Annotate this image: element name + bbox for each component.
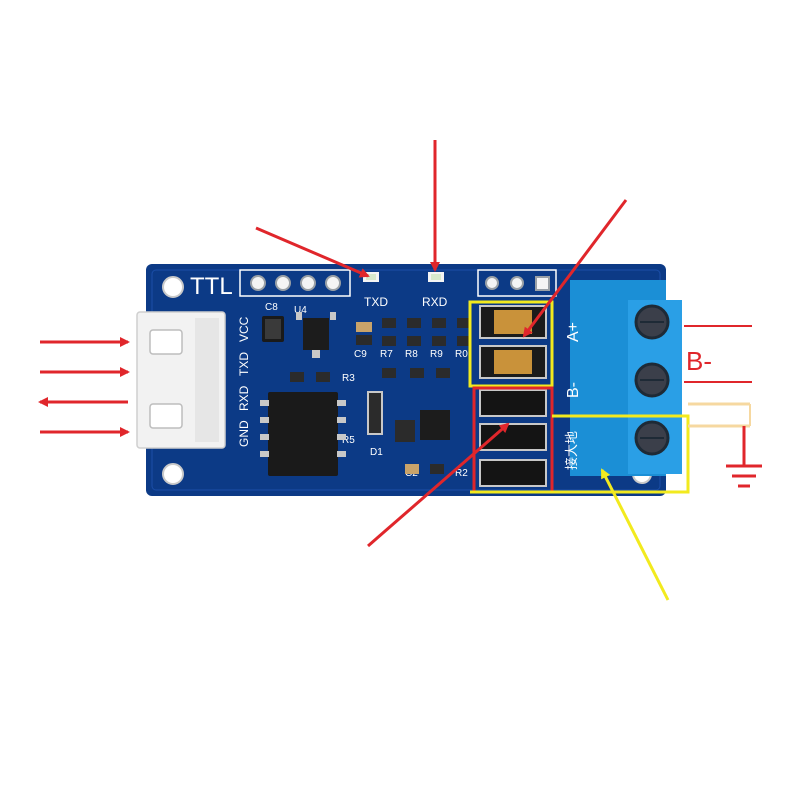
svg-text:接大地: 接大地: [564, 431, 579, 470]
smd-components: [262, 312, 471, 474]
svg-text:A+: A+: [565, 322, 582, 342]
b-minus-annotation: B-: [686, 346, 712, 376]
svg-text:TXD: TXD: [364, 295, 388, 309]
svg-text:VCC: VCC: [237, 316, 251, 342]
svg-text:C8: C8: [265, 302, 278, 313]
pin-labels: GND RXD TXD VCC: [237, 316, 251, 447]
svg-text:GND: GND: [237, 420, 251, 447]
rs485-ic: [260, 392, 346, 476]
jst-connector: [136, 311, 226, 449]
svg-text:R2: R2: [455, 468, 468, 479]
terminal-labels: A+ B- 接大地: [564, 322, 582, 470]
svg-text:TXD: TXD: [237, 352, 251, 376]
yellow-highlight-ground-wire: [470, 414, 690, 494]
right-header-pins: [477, 269, 557, 297]
svg-text:RXD: RXD: [422, 295, 448, 309]
terminal-wires: [684, 325, 752, 383]
earth-ground-icon: [726, 426, 762, 488]
svg-text:R0: R0: [455, 349, 468, 360]
arrow-to-jumper: [522, 199, 628, 338]
arrow-to-tvs: [367, 422, 510, 548]
led-txd: TXD: [363, 272, 388, 309]
svg-text:RXD: RXD: [237, 385, 251, 411]
svg-text:C9: C9: [354, 349, 367, 360]
jumper-pads: [479, 305, 547, 487]
svg-text:R5: R5: [342, 435, 355, 446]
board-title: TTL: [190, 273, 233, 300]
svg-text:R8: R8: [405, 349, 418, 360]
svg-text:R3: R3: [342, 373, 355, 384]
svg-text:R7: R7: [380, 349, 393, 360]
yellow-highlight-box-jumpers: [468, 300, 554, 388]
svg-text:R9: R9: [430, 349, 443, 360]
arrow-to-txd-led: [255, 226, 370, 278]
screw-terminal: [570, 280, 682, 476]
svg-text:U4: U4: [294, 305, 307, 316]
led-rxd: RXD: [422, 272, 448, 309]
svg-text:D1: D1: [370, 447, 383, 458]
ttl-header-pins: [239, 269, 351, 297]
ground-wire: [688, 402, 751, 428]
svg-text:B-: B-: [565, 382, 582, 398]
red-arrows: [38, 140, 628, 548]
yellow-arrow-to-ground: [600, 468, 670, 601]
